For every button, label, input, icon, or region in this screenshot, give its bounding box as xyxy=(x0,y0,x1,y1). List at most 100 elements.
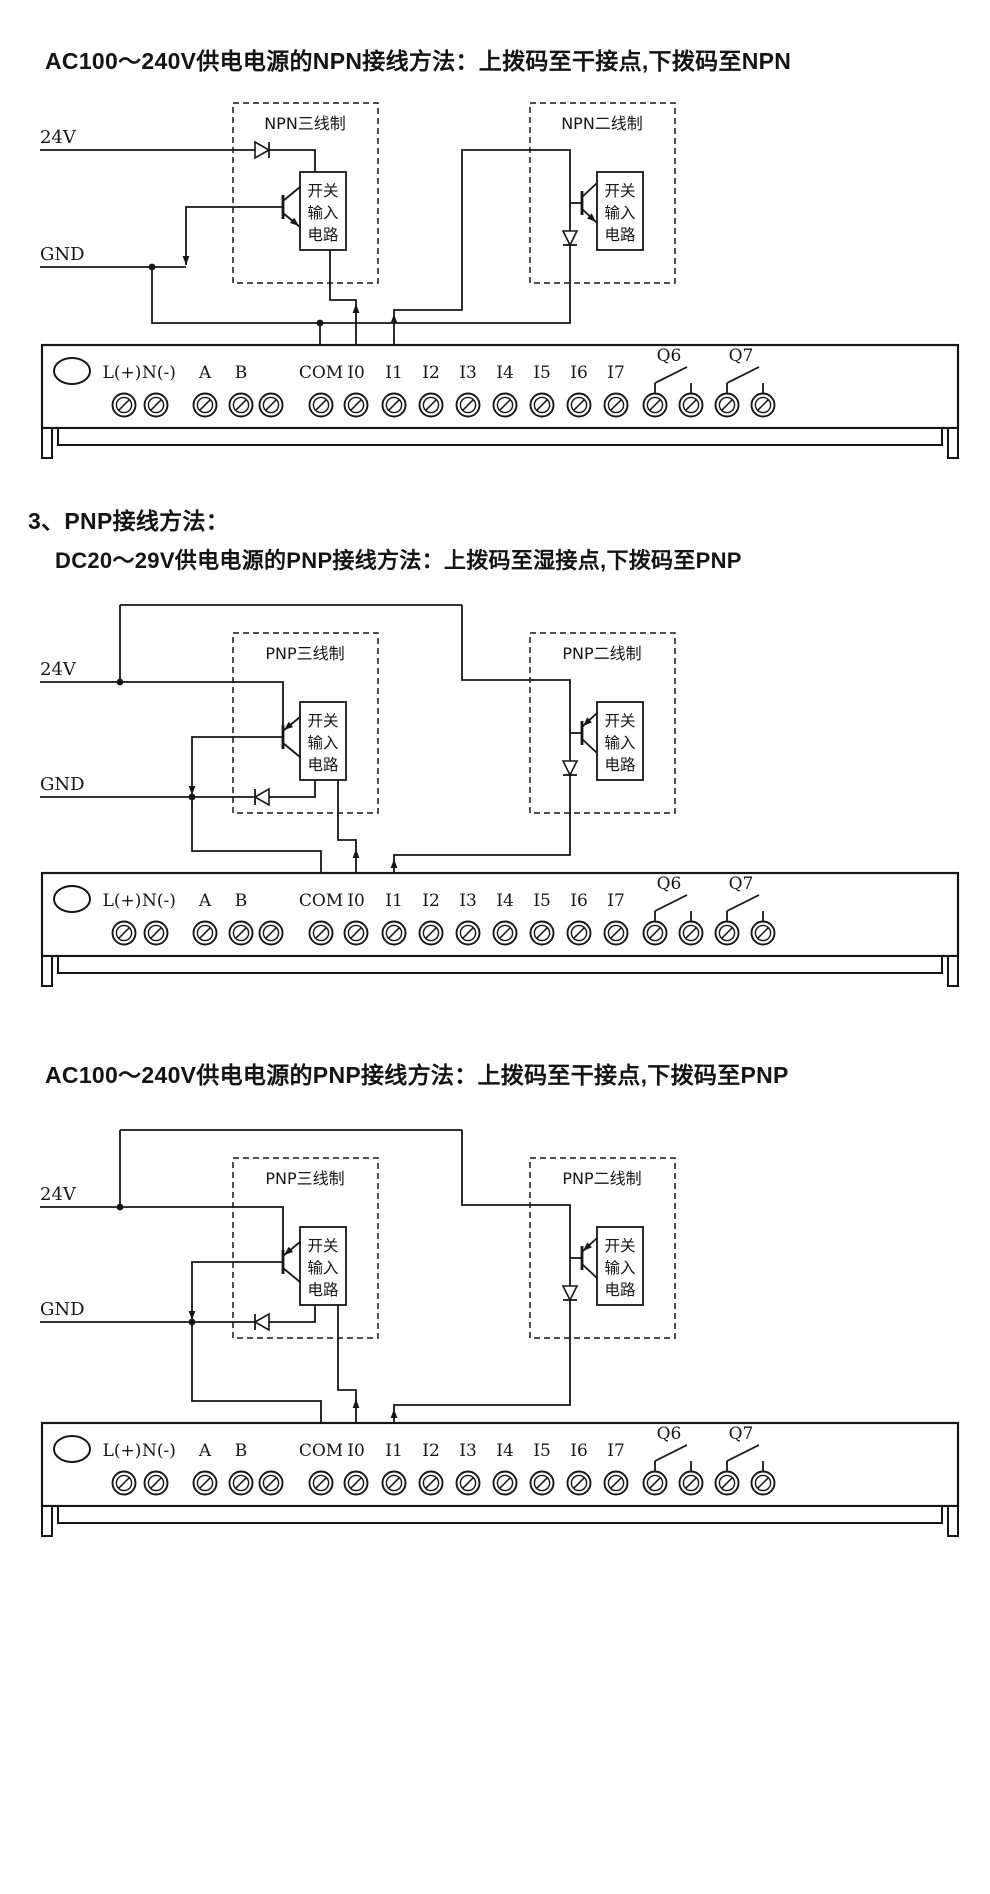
screw-slot xyxy=(649,1477,661,1489)
screw-slot xyxy=(573,927,585,939)
din-rail xyxy=(57,427,943,446)
screw-terminal-inner xyxy=(422,924,440,942)
screw-slot xyxy=(350,927,362,939)
terminal-label: B xyxy=(235,1441,248,1461)
arrowhead xyxy=(390,1409,398,1418)
screw-terminal-inner xyxy=(718,924,736,942)
sensor-dashed-box xyxy=(232,102,379,284)
screw-slot xyxy=(757,399,769,411)
din-rail xyxy=(57,955,943,974)
terminal-label: A xyxy=(198,1441,212,1461)
relay-output-label: Q7 xyxy=(729,1424,754,1444)
circuit-box-line: 开关 xyxy=(307,1237,338,1255)
arrowhead xyxy=(583,1242,592,1251)
screw-slot xyxy=(199,399,211,411)
screw-terminal-inner xyxy=(754,396,772,414)
screw-terminal-inner xyxy=(682,924,700,942)
terminal-label: I6 xyxy=(570,891,588,911)
arrowhead xyxy=(352,849,360,858)
block-ear-left xyxy=(41,955,53,987)
terminal-label: I6 xyxy=(570,363,588,383)
screw-slot xyxy=(685,399,697,411)
screw-terminal-inner xyxy=(459,924,477,942)
relay-contact-blade xyxy=(654,366,688,384)
switch-input-circuit-box xyxy=(596,1226,644,1306)
screw-slot xyxy=(757,927,769,939)
circuit-box-line: 输入 xyxy=(307,734,338,752)
supply-wire xyxy=(40,681,284,725)
circuit-box-line: 输入 xyxy=(604,1259,635,1277)
screw-slot xyxy=(150,399,162,411)
screw-terminal-inner xyxy=(196,396,214,414)
screw-slot xyxy=(536,927,548,939)
screw-terminal-inner xyxy=(754,1474,772,1492)
screw-slot xyxy=(757,1477,769,1489)
supply-24v-label: 24V xyxy=(40,127,77,148)
terminal-label: L(+) xyxy=(103,1441,142,1461)
screw-slot xyxy=(462,927,474,939)
relay-contact-blade xyxy=(726,1444,760,1462)
screw-terminal-inner xyxy=(147,924,165,942)
screw-slot xyxy=(265,399,277,411)
block-ear-left xyxy=(41,427,53,459)
sensor3-output xyxy=(329,250,357,345)
sensor-dashed-box xyxy=(232,632,379,814)
screw-slot xyxy=(649,399,661,411)
sensor-title: NPN二线制 xyxy=(561,114,643,133)
screw-terminal-inner xyxy=(718,396,736,414)
terminal-label: I0 xyxy=(347,1441,365,1461)
screw-slot xyxy=(265,1477,277,1489)
screw-terminal-inner xyxy=(570,1474,588,1492)
screw-slot xyxy=(315,399,327,411)
terminal-label: I0 xyxy=(347,891,365,911)
pnp-section-heading: 3、PNP接线方法： xyxy=(28,508,230,534)
screw-terminal-inner xyxy=(312,396,330,414)
screw-terminal-inner xyxy=(232,1474,250,1492)
screw-terminal-inner xyxy=(147,396,165,414)
sensor2-wire xyxy=(530,149,571,231)
relay-contact-blade xyxy=(654,1444,688,1462)
screw-terminal-inner xyxy=(385,924,403,942)
terminal-label: COM xyxy=(299,891,343,911)
screw-slot xyxy=(388,1477,400,1489)
circuit-box-line: 电路 xyxy=(604,1281,636,1299)
terminal-label: B xyxy=(235,363,248,383)
circuit-box-line: 电路 xyxy=(604,226,636,244)
diode-icon xyxy=(561,760,579,777)
sensor-title: PNP二线制 xyxy=(562,1169,641,1188)
screw-slot xyxy=(315,1477,327,1489)
screw-slot xyxy=(499,1477,511,1489)
screw-slot xyxy=(235,1477,247,1489)
sensor2-wire xyxy=(530,1204,571,1286)
section-title-pnp-ac: AC100～240V供电电源的PNP接线方法：上拨码至干接点,下拨码至PNP xyxy=(45,1062,789,1088)
terminal-label: COM xyxy=(299,1441,343,1461)
circuit-box-line: 输入 xyxy=(307,1259,338,1277)
screw-terminal-inner xyxy=(232,396,250,414)
screw-slot xyxy=(610,927,622,939)
screw-terminal-inner xyxy=(496,396,514,414)
screw-terminal-inner xyxy=(459,1474,477,1492)
junction-dot xyxy=(316,319,324,327)
diode-icon xyxy=(253,787,270,807)
relay-contact-blade xyxy=(726,894,760,912)
block-ear-right xyxy=(947,1505,959,1537)
transistor-emitter xyxy=(282,1267,301,1283)
screw-terminal-inner xyxy=(312,1474,330,1492)
arrowhead xyxy=(587,213,596,222)
screw-slot xyxy=(425,927,437,939)
screw-terminal-inner xyxy=(312,924,330,942)
terminal-label: N(-) xyxy=(142,363,176,383)
block-ear-left xyxy=(41,1505,53,1537)
circuit-box-line: 电路 xyxy=(604,756,636,774)
terminal-label: I5 xyxy=(533,363,551,383)
screw-slot xyxy=(199,927,211,939)
mounting-hole xyxy=(53,1435,91,1463)
circuit-box-line: 开关 xyxy=(307,182,338,200)
arrowhead xyxy=(583,717,592,726)
terminal-label: I5 xyxy=(533,891,551,911)
terminal-label: I1 xyxy=(385,1441,403,1461)
terminal-label: COM xyxy=(299,363,343,383)
